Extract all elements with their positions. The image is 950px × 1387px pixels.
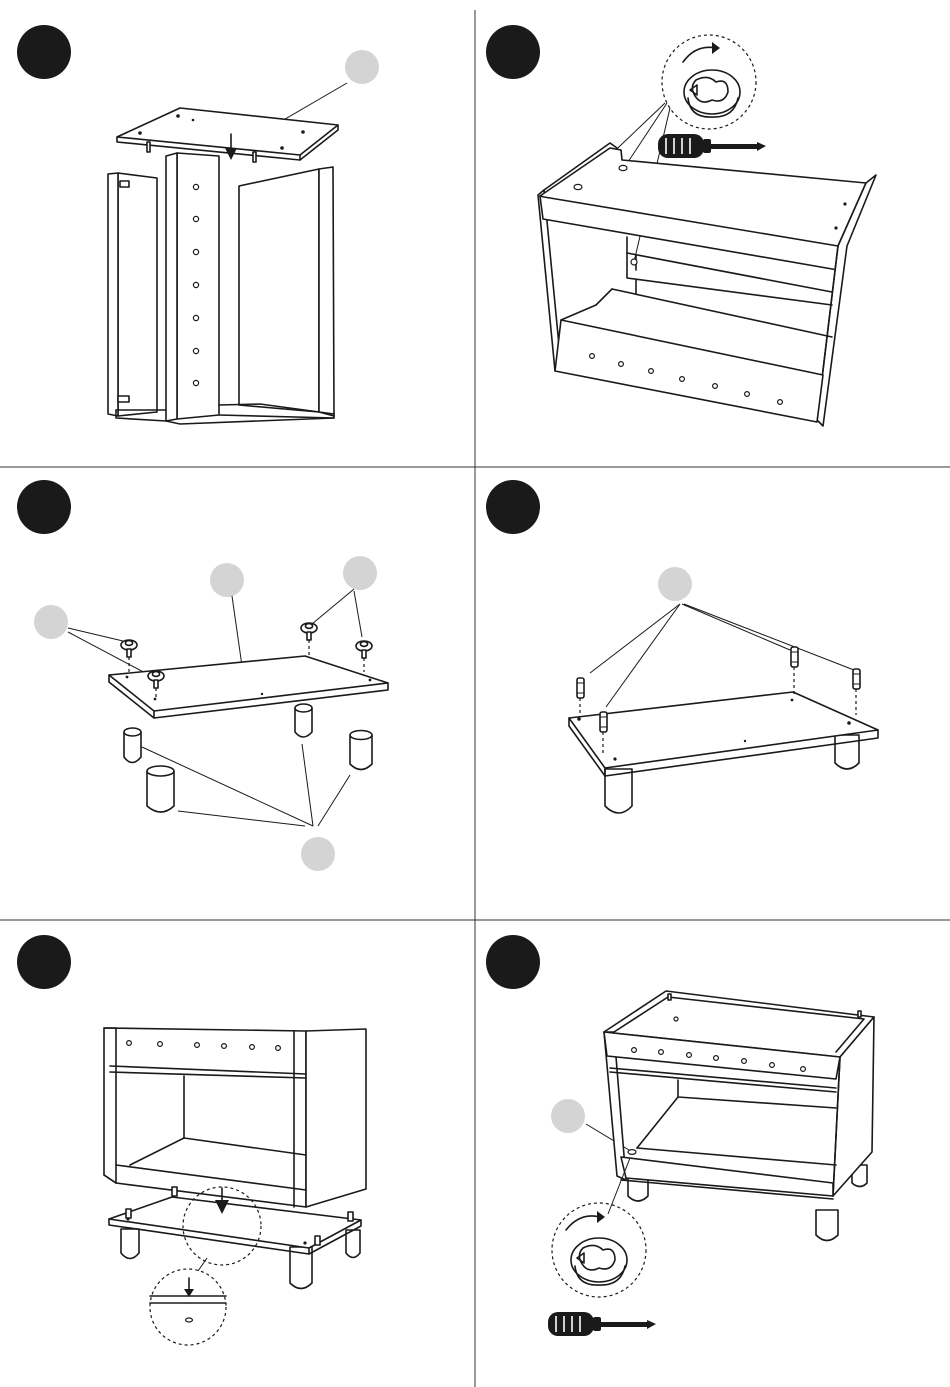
step-2-panel xyxy=(486,25,876,426)
step-4-badge xyxy=(486,480,540,534)
step-3-part-callout-plate-left xyxy=(34,605,68,639)
step-4-base-board xyxy=(569,692,878,813)
step-2-cabinet xyxy=(538,143,876,426)
right-side-panel xyxy=(239,167,334,416)
top-board xyxy=(117,108,338,162)
step-2-badge xyxy=(486,25,540,79)
step-6-panel xyxy=(486,935,874,1336)
step-3-part-callout-legs xyxy=(301,837,335,871)
step-6-part-callout xyxy=(551,1099,585,1133)
step-5-cabinet xyxy=(104,1028,366,1207)
step-1-badge xyxy=(17,25,71,79)
back-panel xyxy=(166,153,219,421)
step-2-cam-lock-detail-icon xyxy=(662,35,756,129)
step-6-screwdriver-icon xyxy=(548,1312,656,1336)
step-5-badge xyxy=(17,935,71,989)
step-2-screwdriver-icon xyxy=(658,134,766,158)
step-3-part-callout-board xyxy=(210,563,244,597)
left-side-panel xyxy=(108,173,157,416)
step-1-part-callout xyxy=(345,50,379,84)
step-3-badge xyxy=(17,480,71,534)
step-6-cam-lock-detail-icon xyxy=(552,1203,646,1297)
step-3-panel xyxy=(17,480,388,871)
step-4-panel xyxy=(486,480,878,813)
step-5-panel xyxy=(17,935,366,1345)
step-3-part-callout-plate-right xyxy=(343,556,377,590)
step-4-part-callout xyxy=(658,567,692,601)
step-6-cabinet xyxy=(604,991,874,1241)
leg-mounting-board xyxy=(109,656,388,718)
step-1-panel xyxy=(17,25,379,424)
step-6-badge xyxy=(486,935,540,989)
